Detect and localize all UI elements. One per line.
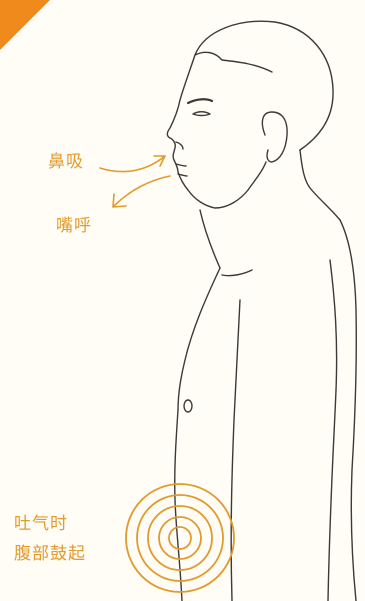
exhale-caption-line2: 腹部鼓起	[14, 544, 86, 564]
exhale-mouth-label: 嘴呼	[56, 216, 92, 236]
inhale-nose-label: 鼻吸	[48, 152, 84, 172]
corner-accent	[0, 0, 50, 50]
person-outline	[167, 21, 356, 601]
arrow-down-left-icon	[113, 176, 170, 207]
exhale-caption-line1: 吐气时	[14, 514, 68, 534]
arrow-right-icon	[100, 156, 165, 172]
